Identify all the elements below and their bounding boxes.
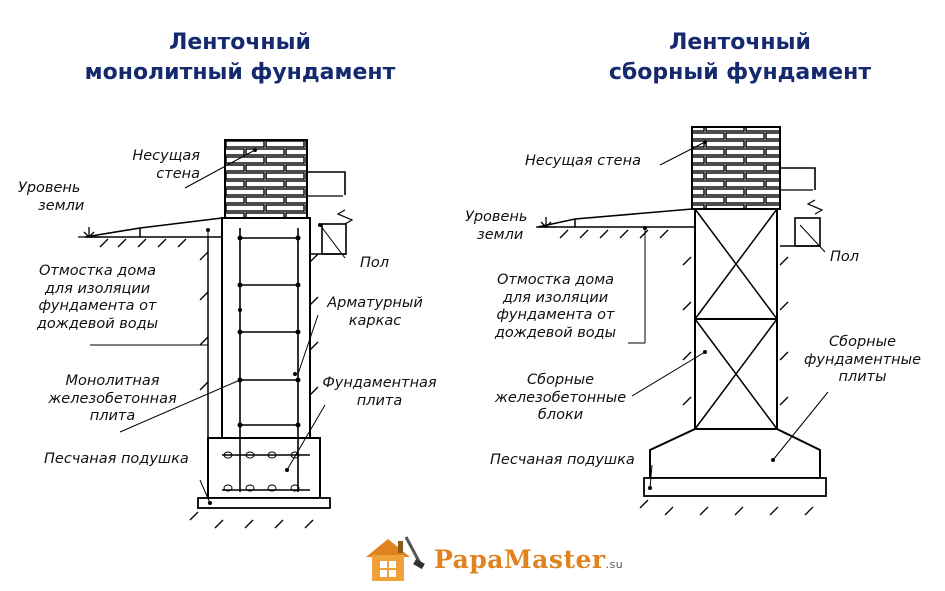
left-brick-wall	[224, 139, 308, 219]
right-label-wall-text: Несущая стена	[525, 153, 641, 169]
right-label-blind-area: Отмостка дома для изоляции фундамента от…	[478, 272, 633, 342]
right-label-plates-3: плиты	[838, 369, 887, 385]
right-title: Ленточный сборный фундамент	[560, 28, 920, 88]
right-title-line1: Ленточный	[669, 30, 811, 55]
right-label-sand-text: Песчаная подушка	[490, 452, 635, 468]
left-label-ground-level: Уровень земли	[18, 180, 84, 215]
left-foundation-column	[221, 217, 311, 439]
left-label-mono-2: железобетонная	[48, 390, 177, 407]
left-label-ground-2: земли	[38, 197, 85, 214]
right-label-blind-3: фундамента от	[496, 307, 615, 323]
right-label-plates-2: фундаментные	[803, 351, 921, 368]
right-label-ground-2: земли	[477, 226, 524, 243]
left-label-mono-1: Монолитная	[65, 373, 160, 389]
left-footing	[207, 437, 321, 499]
right-label-bearing-wall: Несущая стена	[525, 153, 641, 171]
left-label-bearing-wall: Несущая стена	[110, 148, 200, 183]
left-label-rebar-2: каркас	[348, 312, 402, 329]
right-diagram	[536, 126, 829, 516]
left-label-floor-text: Пол	[360, 255, 390, 271]
right-sand-cushion	[643, 477, 827, 497]
right-label-blind-1: Отмостка дома	[496, 272, 615, 288]
right-label-prefab-plates: Сборные фундаментные плиты	[790, 334, 935, 387]
right-brick-wall	[691, 126, 781, 210]
left-sand-cushion	[197, 497, 331, 509]
left-label-found-1: Фундаментная	[322, 375, 437, 391]
right-label-blocks-3: блоки	[537, 407, 584, 423]
right-label-ground-level: Уровень земли	[465, 209, 527, 244]
right-label-blocks-2: железобетонные	[494, 389, 627, 406]
left-label-blind-1: Отмостка дома	[38, 263, 157, 279]
left-label-mono-3: плита	[89, 408, 136, 424]
logo-text: PapaMaster.su	[434, 545, 623, 574]
right-label-plates-1: Сборные	[829, 334, 896, 350]
left-label-monolithic-slab: Монолитная железобетонная плита	[30, 373, 195, 426]
right-label-blind-4: дождевой воды	[494, 324, 617, 341]
left-label-rebar-1: Арматурный	[327, 295, 423, 311]
left-label-blind-area: Отмостка дома для изоляции фундамента от…	[20, 263, 175, 333]
left-title-line2: монолитный фундамент	[84, 60, 396, 85]
left-label-sand-text: Песчаная подушка	[44, 451, 189, 467]
left-label-foundation-plate: Фундаментная плита	[312, 375, 447, 410]
left-title-line1: Ленточный	[169, 30, 311, 55]
left-label-blind-3: фундамента от	[38, 298, 157, 314]
left-label-wall-1: Несущая	[132, 148, 200, 164]
left-label-rebar-cage: Арматурный каркас	[315, 295, 435, 330]
logo-name: PapaMaster	[434, 545, 606, 574]
right-label-blind-2: для изоляции	[502, 289, 609, 306]
logo-suffix: .su	[605, 558, 624, 571]
left-label-found-2: плита	[356, 392, 403, 409]
right-footing	[649, 428, 821, 479]
left-label-wall-2: стена	[156, 165, 200, 182]
right-title-line2: сборный фундамент	[608, 60, 872, 85]
right-label-prefab-blocks: Сборные железобетонные блоки	[478, 372, 643, 425]
left-label-sand-cushion: Песчаная подушка	[44, 451, 189, 469]
house-logo-icon	[366, 536, 425, 581]
left-label-blind-2: для изоляции	[44, 280, 151, 297]
right-label-sand-cushion: Песчаная подушка	[490, 452, 635, 470]
papamaster-logo: PapaMaster.su	[362, 533, 623, 585]
right-label-floor: Пол	[830, 249, 859, 267]
left-title: Ленточный монолитный фундамент	[60, 28, 420, 88]
right-label-blocks-1: Сборные	[527, 372, 594, 388]
right-label-floor-text: Пол	[830, 249, 860, 265]
left-diagram	[78, 139, 354, 529]
right-label-ground-1: Уровень	[465, 209, 528, 225]
left-label-floor: Пол	[360, 255, 389, 273]
left-label-blind-4: дождевой воды	[36, 315, 159, 332]
left-label-ground-1: Уровень	[18, 180, 81, 196]
